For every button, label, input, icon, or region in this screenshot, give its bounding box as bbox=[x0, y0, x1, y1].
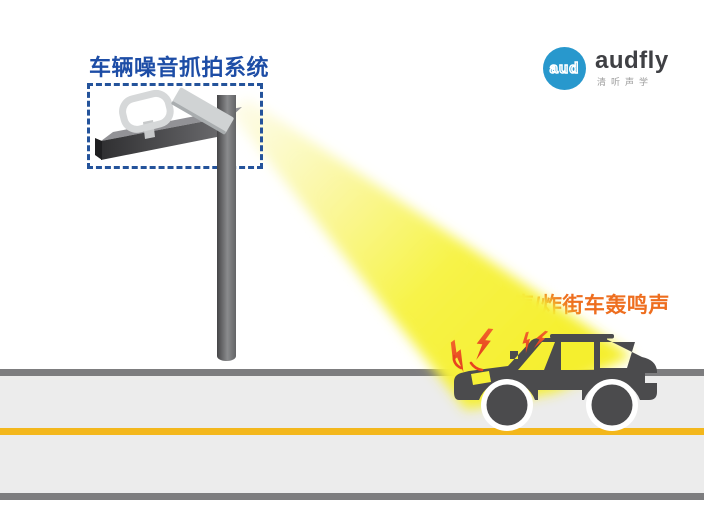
logo-brand-name: audfly bbox=[595, 47, 669, 74]
logo-brand-subtitle: 清听声学 bbox=[597, 77, 654, 87]
camera-pole bbox=[217, 95, 236, 361]
car-icon bbox=[454, 334, 657, 431]
mic-array-loop-icon bbox=[119, 89, 174, 133]
noise-bolts-icon bbox=[450, 328, 549, 373]
road-edge-top bbox=[0, 369, 704, 376]
system-title: 车辆噪音抓拍系统 bbox=[89, 55, 270, 80]
road-center-line bbox=[0, 428, 704, 435]
logo-mark-icon: aud bbox=[543, 47, 586, 90]
brand-logo: aud audfly 清听声学 bbox=[543, 45, 693, 95]
capture-zone-box bbox=[87, 83, 263, 169]
road-edge-bottom bbox=[0, 493, 704, 500]
